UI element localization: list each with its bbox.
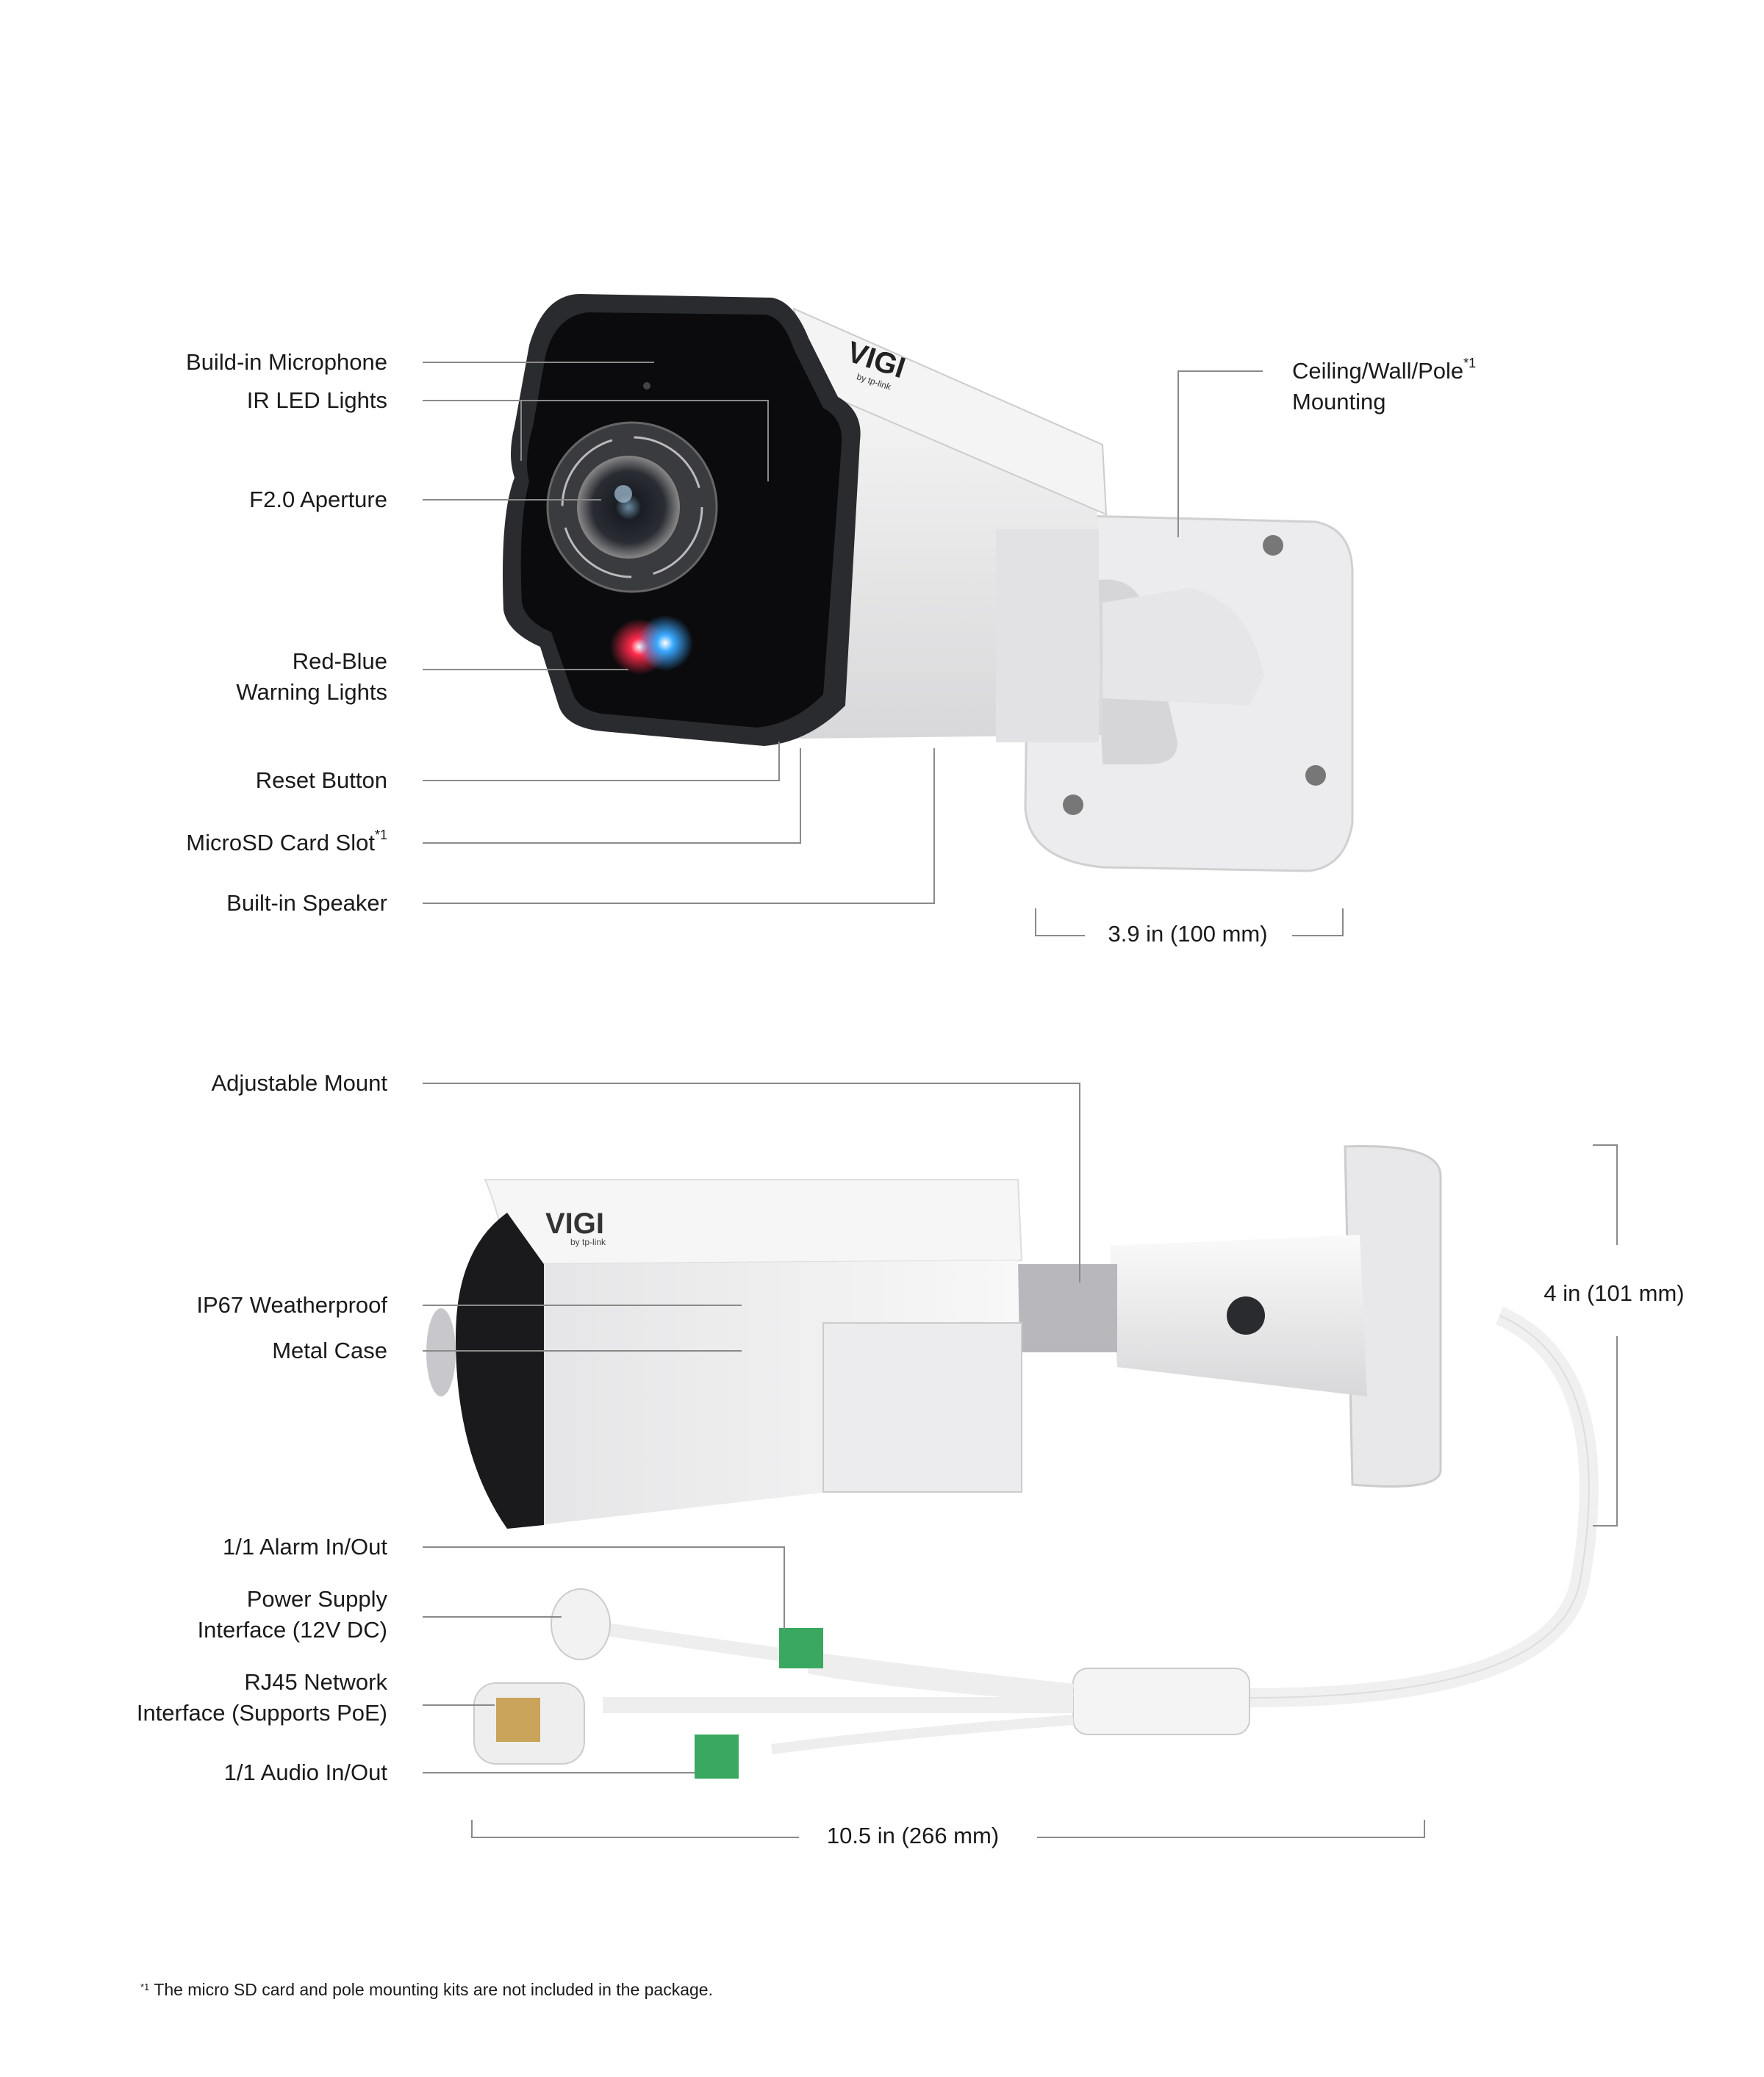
- dimension-height: 4 in (101 mm): [1544, 1280, 1685, 1306]
- label-mounting-line2: Mounting: [1292, 389, 1386, 415]
- label-audio: 1/1 Audio In/Out: [223, 1759, 387, 1785]
- label-aperture: F2.0 Aperture: [249, 487, 387, 512]
- footnote-mark: *1: [374, 828, 387, 842]
- label-speaker: Built-in Speaker: [226, 890, 387, 916]
- label-warning-line2: Warning Lights: [236, 679, 387, 705]
- label-power-line2: Interface (12V DC): [197, 1617, 387, 1643]
- dimension-length: 10.5 in (266 mm): [826, 1823, 1000, 1848]
- label-power-line1: Power Supply: [246, 1586, 387, 1612]
- footnote: *1 The micro SD card and pole mounting k…: [140, 1980, 713, 2000]
- vigi-logo-side: VIGI by tp-link: [545, 1208, 606, 1247]
- footnote-mark: *1: [140, 1981, 150, 1992]
- footnote-mark: *1: [1463, 356, 1477, 370]
- label-alarm: 1/1 Alarm In/Out: [223, 1534, 387, 1560]
- label-rj45-line1: RJ45 Network: [244, 1669, 387, 1695]
- label-warning-line1: Red-Blue: [292, 648, 387, 674]
- label-metal-case: Metal Case: [272, 1338, 387, 1363]
- label-reset: Reset Button: [255, 767, 387, 793]
- label-weatherproof: IP67 Weatherproof: [196, 1292, 387, 1318]
- side-camera: VIGI by tp-link: [426, 1145, 1599, 1779]
- vigi-logo-side-text: VIGI: [545, 1208, 604, 1240]
- label-microsd-text: MicroSD Card Slot: [186, 830, 375, 855]
- vigi-logo-side-sub: by tp-link: [570, 1237, 606, 1247]
- label-mounting-line1: Ceiling/Wall/Pole: [1292, 358, 1464, 384]
- footnote-text: The micro SD card and pole mounting kits…: [154, 1980, 713, 1999]
- leader-lines: [423, 362, 1618, 1838]
- label-microsd: MicroSD Card Slot*1: [186, 828, 387, 858]
- label-rj45-line2: Interface (Supports PoE): [136, 1700, 387, 1726]
- top-camera: VIGI by tp-link: [503, 294, 1354, 872]
- dimension-width: 3.9 in (100 mm): [1108, 921, 1268, 947]
- label-ir-led: IR LED Lights: [246, 387, 387, 413]
- label-adjustable-mount: Adjustable Mount: [211, 1070, 387, 1096]
- label-microphone: Build-in Microphone: [186, 349, 387, 375]
